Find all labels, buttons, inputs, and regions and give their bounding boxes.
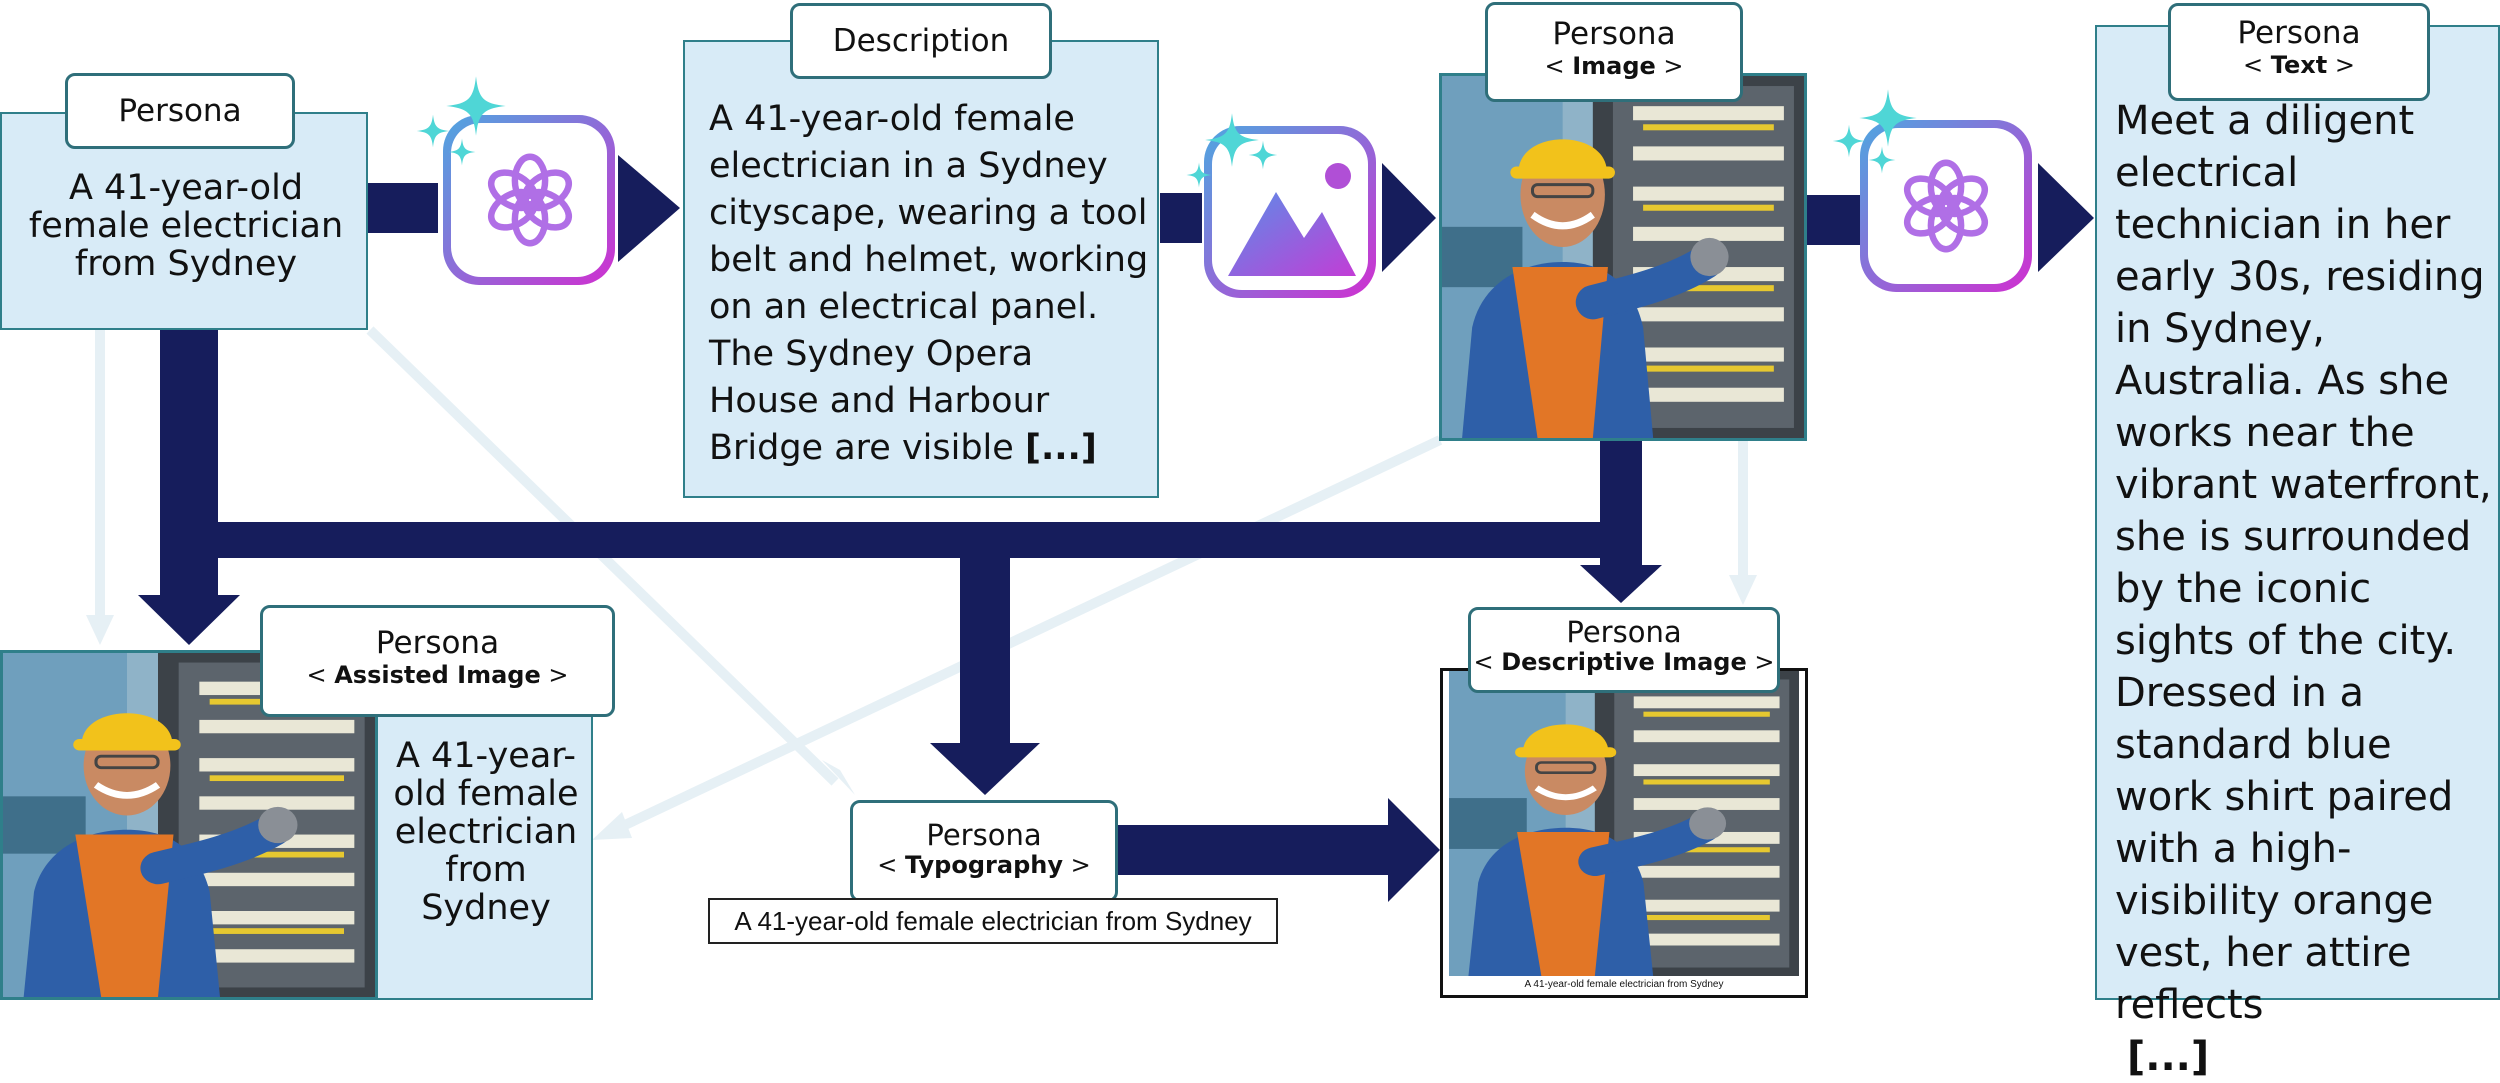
- arrow-shaft-down-left: [160, 330, 218, 595]
- arrow-head-typo-to-descriptive: [1388, 798, 1440, 902]
- persona-input-text: A 41-year-old female electrician from Sy…: [28, 168, 344, 284]
- assisted-image-text: A 41-year-old female electrician from Sy…: [393, 736, 579, 928]
- descriptive-image-photo: [1449, 671, 1799, 976]
- tag-label: Persona: [375, 625, 500, 661]
- arrow-horizontal-bus: [218, 522, 1623, 558]
- tag-sublabel: < Image >: [1544, 51, 1684, 80]
- persona-input-tag: Persona: [65, 73, 295, 149]
- persona-text-tag: Persona < Text >: [2168, 3, 2430, 101]
- arrow-shaft: [1160, 193, 1202, 243]
- tag-label: Persona: [2237, 15, 2361, 51]
- assisted-image-tag: Persona < Assisted Image >: [260, 605, 615, 717]
- arrow-shaft: [1116, 825, 1392, 875]
- descriptive-image-frame: A 41-year-old female electrician from Sy…: [1440, 668, 1808, 998]
- main-arrows: [138, 155, 2094, 902]
- arrow-head-to-typography: [930, 743, 1040, 795]
- description-text: A 41-year-old female electrician in a Sy…: [709, 99, 1149, 468]
- description-tag: Description: [790, 3, 1052, 79]
- tag-sublabel: < Text >: [2243, 50, 2355, 79]
- description-body: A 41-year-old female electrician in a Sy…: [709, 96, 1149, 472]
- tag-sublabel: < Descriptive Image >: [1473, 648, 1775, 677]
- tag-sublabel: < Assisted Image >: [306, 660, 569, 689]
- typography-tag: Persona < Typography >: [850, 800, 1118, 902]
- persona-image-photo: [1439, 73, 1807, 441]
- faint-arrowhead: [822, 760, 855, 795]
- llm-icon-1: [408, 70, 623, 285]
- description-ellipsis: [...]: [1024, 428, 1097, 468]
- arrow-shaft-down-right: [1600, 440, 1642, 565]
- arrow-head-to-text: [2038, 163, 2094, 272]
- persona-text-ellipsis: [...]: [2127, 1034, 2210, 1080]
- persona-image-tag: Persona < Image >: [1485, 2, 1743, 102]
- tag-label: Description: [832, 23, 1010, 59]
- typography-caption: A 41-year-old female electrician from Sy…: [708, 898, 1278, 944]
- faint-arrow-image-to-assisted: [622, 435, 1443, 830]
- tag-sublabel: < Typography >: [877, 851, 1091, 880]
- faint-arrowhead: [86, 615, 114, 645]
- faint-arrowhead: [1729, 575, 1757, 605]
- tag-label: Persona: [118, 93, 242, 129]
- arrow-layer: [86, 155, 2094, 902]
- faint-arrowhead: [592, 812, 632, 840]
- arrow-head-to-description: [618, 155, 680, 262]
- tag-label: Persona: [1566, 615, 1682, 649]
- arrow-shaft-down-center: [960, 558, 1010, 743]
- description-panel: A 41-year-old female electrician in a Sy…: [683, 40, 1159, 498]
- persona-text-body: Meet a diligent electrical technician in…: [2115, 95, 2495, 1083]
- persona-input-panel: A 41-year-old female electrician from Sy…: [0, 112, 368, 330]
- descriptive-image-caption: A 41-year-old female electrician from Sy…: [1524, 979, 1724, 990]
- persona-text-text: Meet a diligent electrical technician in…: [2115, 98, 2492, 1028]
- tag-label: Persona: [926, 818, 1042, 852]
- arrow-shaft: [368, 183, 438, 233]
- arrow-shaft: [1807, 195, 1862, 245]
- image-generation-icon: [1228, 192, 1356, 276]
- arrow-head-to-descriptive: [1580, 565, 1662, 603]
- tag-label: Persona: [1552, 16, 1676, 52]
- assisted-image-photo: [0, 650, 378, 1000]
- llm-icon-2: [1830, 80, 2045, 295]
- image-gen-icon-tile: [1180, 100, 1395, 315]
- descriptive-image-tag: Persona < Descriptive Image >: [1468, 607, 1780, 693]
- arrow-head-to-assisted: [138, 595, 240, 645]
- arrow-head-to-image: [1382, 163, 1436, 272]
- persona-text-panel: Meet a diligent electrical technician in…: [2095, 25, 2500, 1080]
